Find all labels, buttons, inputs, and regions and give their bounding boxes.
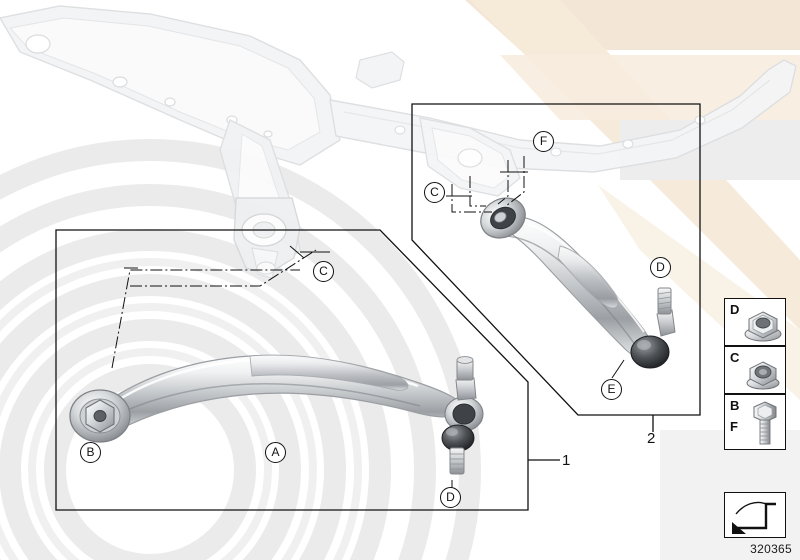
callout-c-upper[interactable]: C bbox=[424, 182, 445, 203]
legend-bf: B F bbox=[724, 394, 786, 450]
group-2-label: 2 bbox=[647, 430, 656, 447]
legend-b-letter: B bbox=[730, 398, 740, 413]
hex-bolt-icon bbox=[753, 401, 777, 445]
hex-nut-icon bbox=[746, 361, 780, 390]
upper-arm-bushing bbox=[480, 197, 526, 239]
lower-arm-bushing bbox=[69, 389, 131, 443]
group-1-frame bbox=[55, 229, 529, 511]
callout-e-upper[interactable]: E bbox=[601, 379, 622, 400]
legend-c-letter: C bbox=[730, 350, 740, 365]
ghost-subframe-inset bbox=[419, 117, 521, 197]
upper-control-arm bbox=[480, 197, 676, 369]
group-1-label: 1 bbox=[562, 452, 571, 469]
legend-f-letter: F bbox=[730, 419, 738, 434]
upper-assembly-lines-2 bbox=[446, 171, 528, 197]
lower-assembly-lines bbox=[111, 249, 317, 369]
bg-arcs-2 bbox=[0, 258, 362, 560]
bg-arcs bbox=[0, 139, 481, 560]
callout-c-lower[interactable]: C bbox=[313, 261, 334, 282]
legend-arrow bbox=[724, 492, 786, 538]
lower-assembly-lines-2 bbox=[124, 251, 330, 269]
flange-nut-icon bbox=[744, 311, 782, 342]
callout-f-upper[interactable]: F bbox=[533, 131, 554, 152]
arrow-icon bbox=[732, 501, 776, 534]
upper-arm-ball-joint bbox=[630, 287, 676, 369]
legend-d-letter: D bbox=[730, 302, 740, 317]
group-2-frame bbox=[411, 103, 701, 416]
group-leader-lines bbox=[528, 415, 654, 461]
callout-b-lower[interactable]: B bbox=[80, 442, 101, 463]
legend-c: C bbox=[724, 346, 786, 394]
callout-a-lower[interactable]: A bbox=[265, 442, 286, 463]
callout-d-upper[interactable]: D bbox=[650, 257, 671, 278]
lower-arm-ball-joint bbox=[441, 356, 484, 475]
lower-control-arm bbox=[69, 354, 484, 475]
upper-leader-e bbox=[611, 359, 625, 379]
callout-d-lower[interactable]: D bbox=[440, 487, 461, 508]
legend-d: D bbox=[724, 298, 786, 346]
lower-leader-c bbox=[289, 245, 305, 259]
part-number: 320365 bbox=[750, 542, 792, 556]
